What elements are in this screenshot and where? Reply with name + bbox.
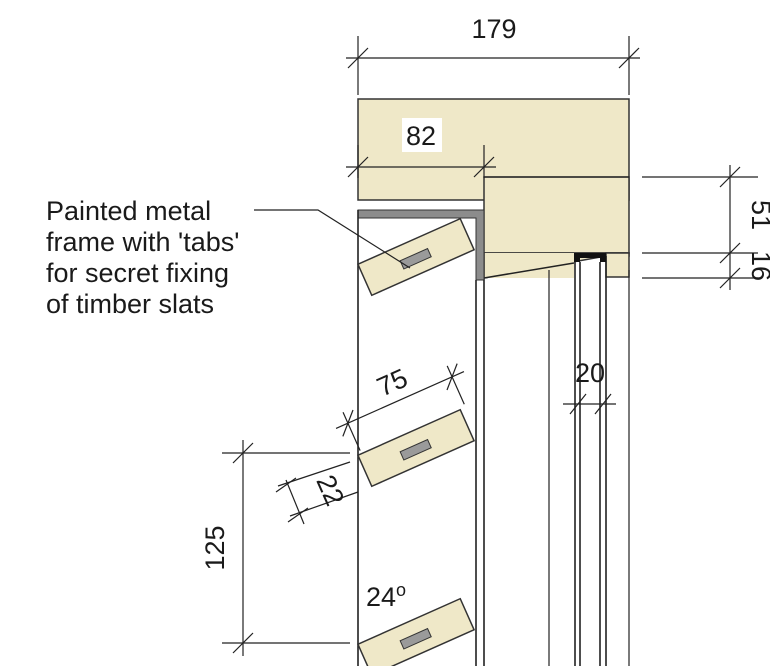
dim-gap-width: 20: [563, 358, 616, 415]
dim-overall-width: 179: [346, 14, 640, 95]
dim-label-179: 179: [471, 14, 516, 44]
timber-slat-1: [356, 217, 476, 297]
timber-slat-3: [356, 597, 476, 666]
fixing-tab-2: [399, 438, 432, 461]
dim-label-82: 82: [406, 121, 436, 151]
fixing-tab-1: [399, 247, 432, 270]
annotation-line-3: for secret fixing: [46, 258, 229, 288]
glazing-bead: [574, 253, 606, 262]
head-timber-lower: [483, 176, 630, 254]
annotation-line-4: of timber slats: [46, 289, 214, 319]
dim-label-125: 125: [200, 525, 230, 570]
annotation-text: Painted metal frame with 'tabs' for secr…: [46, 196, 247, 319]
annotation-line-2: frame with 'tabs': [46, 227, 239, 257]
annotation-line-1: Painted metal: [46, 196, 211, 226]
angle-label: 24o: [366, 580, 406, 612]
fixing-tab-3: [399, 627, 432, 650]
dim-slat-spacing: 125: [200, 440, 350, 656]
dim-upper-width: 82: [346, 118, 496, 178]
dim-label-right-b: 16: [746, 251, 770, 281]
dim-label-right-a: 51: [746, 200, 770, 230]
dim-label-75: 75: [372, 363, 412, 403]
dim-slat-thickness: 22: [275, 461, 359, 525]
dim-label-22: 22: [310, 471, 350, 511]
timber-slat-2: [356, 408, 476, 488]
annotation-leader: [254, 209, 411, 269]
dim-right-vertical: 51 16: [642, 165, 770, 290]
dim-label-20: 20: [575, 358, 605, 388]
